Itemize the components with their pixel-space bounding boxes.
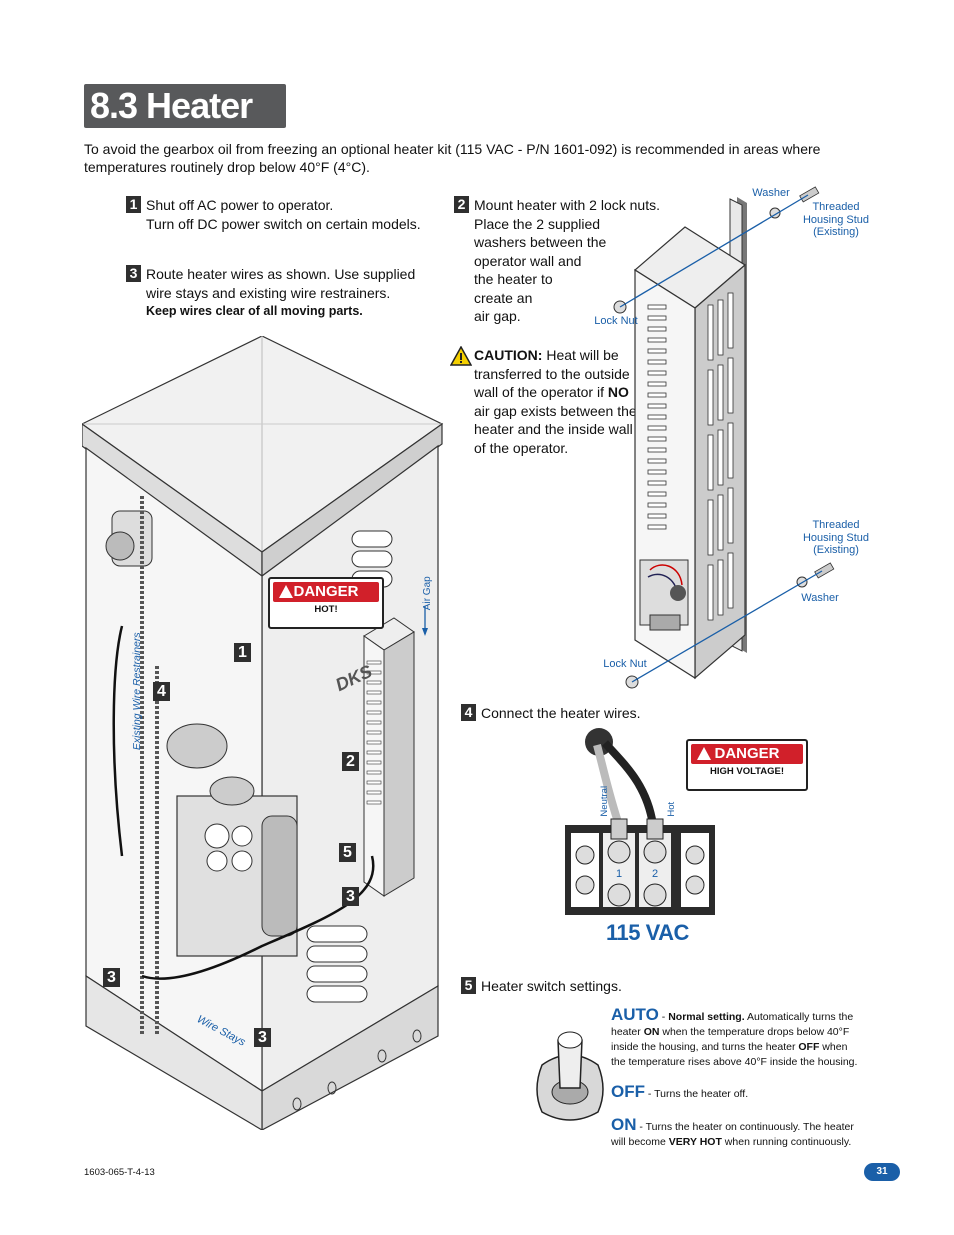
danger-hot-head: DANGER [293, 583, 359, 600]
step-4-number: 4 [461, 704, 476, 721]
step-4-text: Connect the heater wires. [481, 705, 641, 721]
step-2-line: the heater to [474, 271, 553, 287]
terminal-2-label: 2 [651, 868, 659, 880]
step-2-line: air gap. [474, 308, 521, 324]
mode-on: ON - Turns the heater on continuously. T… [611, 1115, 876, 1150]
section-title: 8.3 Heater Kit [84, 84, 286, 168]
label-stud-top: Threaded Housing Stud (Existing) [796, 201, 876, 239]
mode-off: OFF - Turns the heater off. [611, 1082, 876, 1102]
label-locknut-top: Lock Nut [594, 315, 638, 327]
mode-auto-text: inside the housing, and turns the heater [611, 1041, 799, 1053]
caution-text: heater and the inside wall [474, 421, 633, 437]
label-wire-restrainers: Existing Wire Restrainers [130, 632, 143, 751]
label-stud-line: (Existing) [813, 226, 859, 238]
step-1-line1: Shut off AC power to operator. [146, 197, 334, 213]
label-locknut-bottom: Lock Nut [603, 658, 647, 670]
danger-hot-label: DANGER HOT! [268, 577, 384, 629]
warning-icon [697, 747, 711, 760]
terminal-block-diagram [565, 728, 715, 915]
mode-auto-bold: Normal setting. [668, 1011, 745, 1023]
mode-auto-text: when the temperature drops below 40°F [659, 1026, 850, 1038]
step-3-number: 3 [126, 265, 141, 282]
step-1-line2: Turn off DC power switch on certain mode… [146, 215, 421, 232]
label-stud-bottom: Threaded Housing Stud (Existing) [796, 519, 876, 557]
mode-auto-text: heater [611, 1026, 644, 1038]
step-2-line: Mount heater with 2 lock nuts. [474, 197, 660, 213]
mode-auto-text: when [819, 1041, 848, 1053]
step-2-number: 2 [454, 196, 469, 213]
heater-illustration [613, 186, 835, 689]
caution-no: NO [607, 384, 629, 400]
section-title-text: 8.3 Heater Kit [90, 85, 253, 168]
callout-4: 4 [153, 682, 170, 701]
step-1: 1 Shut off AC power to operator. Turn of… [126, 196, 436, 236]
mode-auto-on: ON [643, 1026, 660, 1038]
danger-voltage-label: DANGER HIGH VOLTAGE! [686, 739, 808, 791]
step-2-line: create an [474, 289, 533, 306]
mode-auto: AUTO - Normal setting. Automatically tur… [611, 1005, 858, 1068]
step-1-number: 1 [126, 196, 141, 213]
mode-on-text: - Turns the heater on continuously. The … [636, 1121, 854, 1133]
step-5: 5 Heater switch settings. [461, 977, 661, 997]
operator-illustration [82, 336, 444, 1130]
caution-block: CAUTION: Heat will be transferred to the… [450, 346, 650, 466]
mode-off-head: OFF [611, 1082, 645, 1101]
caution-text: wall of the operator if [474, 384, 608, 400]
document-code: 1603-065-T-4-13 [84, 1167, 155, 1178]
caution-text: of the operator. [474, 439, 569, 456]
callout-5: 5 [339, 843, 356, 862]
mode-off-text: - Turns the heater off. [645, 1088, 749, 1100]
label-stud-line: Threaded [812, 201, 860, 213]
step-4: 4 Connect the heater wires. [461, 704, 661, 724]
mode-auto-text: the temperature rises above 40°F inside … [611, 1056, 858, 1068]
mode-on-head: ON [611, 1115, 637, 1134]
label-stud-line: Housing Stud [802, 531, 870, 544]
mode-on-text: will become [611, 1136, 669, 1148]
step-5-text: Heater switch settings. [481, 978, 622, 994]
callout-3: 3 [254, 1028, 271, 1047]
label-neutral: Neutral [598, 785, 610, 817]
danger-voltage-head: DANGER [714, 745, 780, 762]
label-hot: Hot [665, 801, 677, 817]
label-air-gap: Air Gap [421, 576, 433, 611]
label-stud-line: (Existing) [813, 544, 859, 556]
toggle-switch-icon [536, 1031, 604, 1121]
step-3: 3 Route heater wires as shown. Use suppl… [126, 265, 436, 325]
step-2-line: washers between the [474, 234, 607, 250]
step-3-line1: Route heater wires as shown. Use supplie… [146, 266, 416, 282]
voltage-label: 115 VAC [606, 920, 689, 945]
caution-text: Heat will be [542, 347, 619, 363]
label-stud-line: Housing Stud [802, 213, 870, 226]
intro-paragraph: To avoid the gearbox oil from freezing a… [84, 141, 821, 175]
page-number: 31 [864, 1163, 900, 1181]
warning-icon [279, 585, 293, 598]
step-5-number: 5 [461, 977, 476, 994]
terminal-1-label: 1 [615, 868, 623, 880]
mode-auto-off: OFF [798, 1041, 820, 1053]
warning-icon [450, 346, 472, 366]
danger-voltage-sub: HIGH VOLTAGE! [709, 766, 785, 777]
label-stud-line: Threaded [812, 519, 860, 531]
callout-3: 3 [103, 968, 120, 987]
mode-on-hot: VERY HOT [668, 1136, 722, 1148]
label-washer-bottom: Washer [801, 592, 839, 604]
step-3-line2: wire stays and existing wire restrainers… [146, 284, 391, 301]
step-3-warning: Keep wires clear of all moving parts. [146, 304, 363, 318]
mode-auto-text: Automatically turns the [744, 1011, 854, 1023]
label-washer-top: Washer [752, 187, 790, 199]
callout-3: 3 [342, 887, 359, 906]
caution-label: CAUTION: [474, 347, 543, 363]
step-2-line: operator wall and [474, 252, 582, 269]
caution-text: transferred to the outside [474, 365, 630, 382]
caution-text: air gap exists between the [474, 402, 637, 419]
mode-auto-head: AUTO [611, 1005, 659, 1024]
danger-hot-sub: HOT! [314, 604, 338, 615]
step-2: 2 Mount heater with 2 lock nuts. Place t… [454, 196, 674, 331]
callout-2: 2 [342, 752, 359, 771]
callout-1: 1 [234, 643, 251, 662]
mode-on-text: when running continuously. [721, 1136, 852, 1148]
step-2-line: Place the 2 supplied [474, 215, 601, 232]
